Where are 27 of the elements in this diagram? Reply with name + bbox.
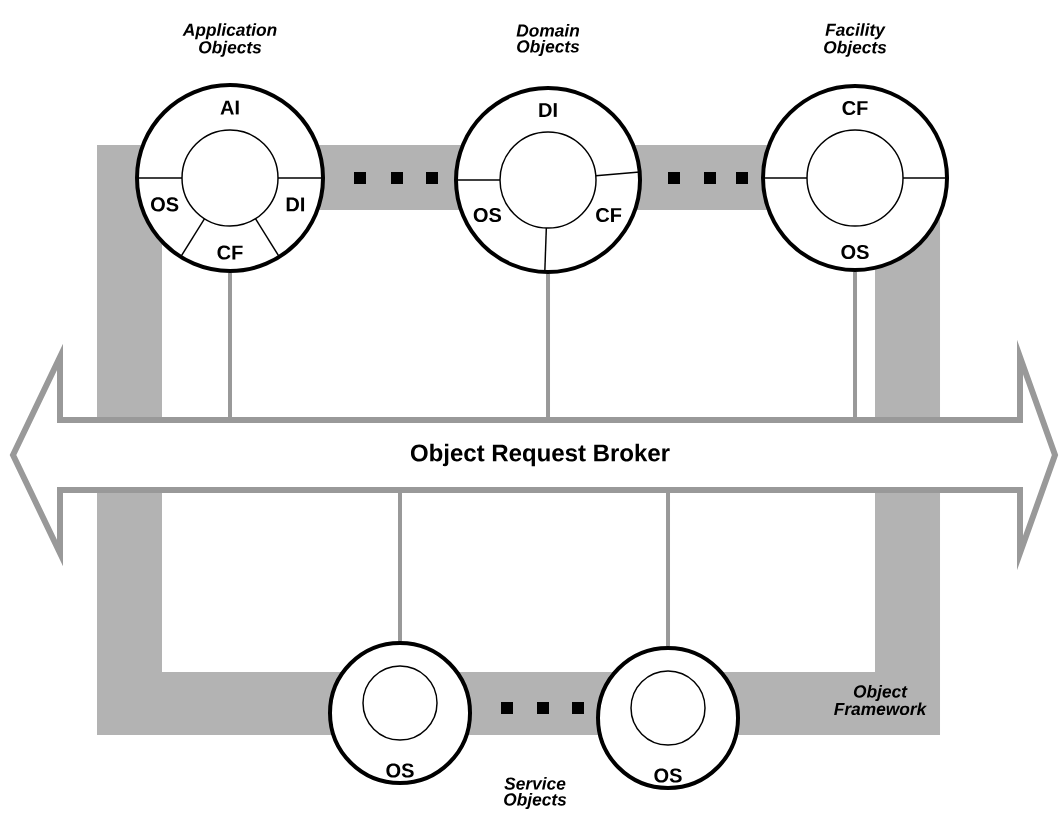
ring-heading: Domain Objects <box>516 23 580 57</box>
segment-label: OS <box>654 768 682 783</box>
segment-label: DI <box>539 103 557 117</box>
connector-line <box>398 490 402 641</box>
object-ring <box>761 84 949 272</box>
segment-label: OS <box>473 207 502 223</box>
group-label: Service Objects <box>504 776 567 810</box>
group-label: Object Framework <box>834 684 927 716</box>
segment-label: CF <box>596 207 622 223</box>
object-ring <box>135 83 325 273</box>
segment-label: CF <box>842 100 868 116</box>
ring-heading: Facility Objects <box>824 23 887 57</box>
object-ring <box>596 646 740 790</box>
object-ring <box>454 86 642 274</box>
ring-heading: Application Objects <box>182 23 277 57</box>
segment-label: DI <box>286 197 305 212</box>
connector-line <box>546 274 550 420</box>
segment-label: CF <box>217 245 243 260</box>
connector-line <box>228 273 232 420</box>
band-label: Object Request Broker <box>410 443 670 467</box>
connector-line <box>853 272 857 420</box>
connector-line <box>666 490 670 646</box>
segment-label: OS <box>151 197 179 212</box>
segment-label: AI <box>220 100 239 115</box>
segment-label: OS <box>841 244 869 260</box>
segment-label: OS <box>386 763 414 778</box>
object-ring <box>328 641 472 785</box>
